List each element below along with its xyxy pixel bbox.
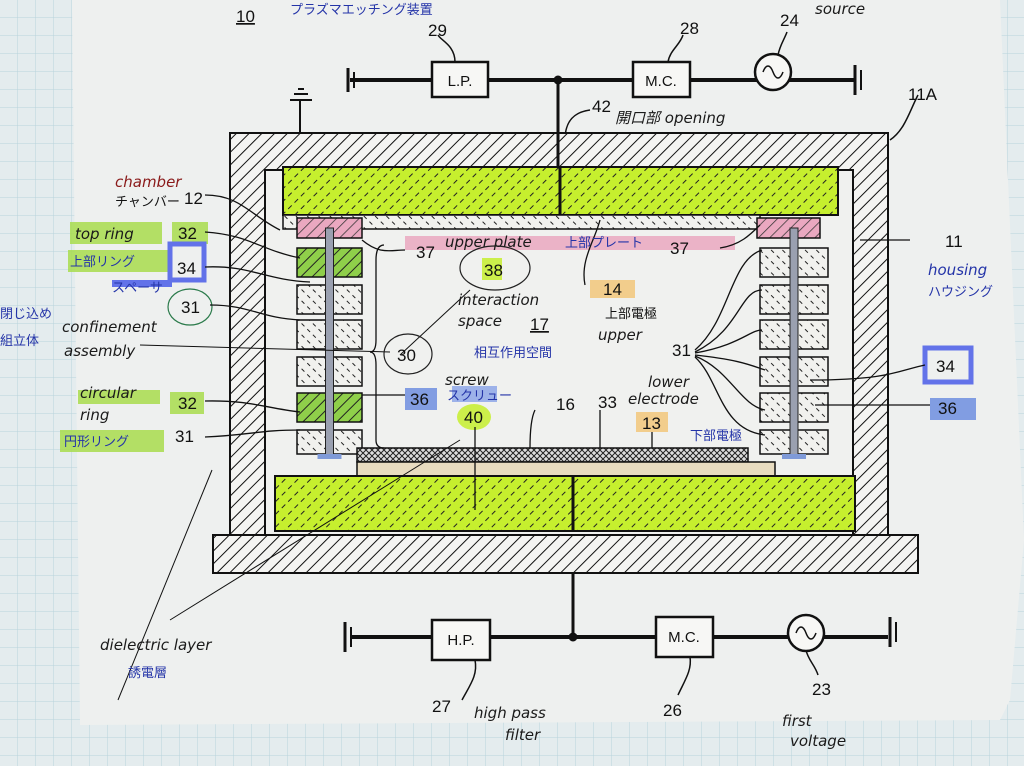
ref-34-right: 34 bbox=[936, 357, 955, 376]
screw-head bbox=[782, 454, 806, 459]
top-ring-label: top ring bbox=[75, 225, 134, 243]
chamber-label: chamber bbox=[115, 173, 182, 191]
source-note-1: first bbox=[782, 712, 813, 730]
housing-jp-label: ハウジング bbox=[928, 285, 993, 300]
ref-32-top: 32 bbox=[178, 224, 197, 243]
dielectric-layer-label: dielectric layer bbox=[100, 636, 212, 654]
top-ring-jp-label: 上部リング bbox=[70, 255, 135, 270]
screw-jp-label: スクリュー bbox=[447, 389, 512, 404]
upper-plate-label: upper plate bbox=[445, 233, 532, 251]
ref-11a: 11A bbox=[908, 85, 938, 104]
upper-electrode-jp-label: 上部電極 bbox=[605, 306, 657, 322]
upper-plate-right-block bbox=[756, 217, 821, 239]
lp-label: L.P. bbox=[448, 73, 473, 90]
mc-top-label: M.C. bbox=[645, 73, 677, 90]
ref-40: 40 bbox=[464, 408, 483, 427]
ref-32-circular: 32 bbox=[178, 394, 197, 413]
lower-electrode bbox=[274, 475, 856, 532]
ref-24: 24 bbox=[780, 11, 799, 30]
chamber-jp-label: チャンバー bbox=[115, 195, 180, 210]
hand-circles bbox=[167, 245, 531, 375]
opening-note: 開口部 opening bbox=[615, 109, 725, 127]
lower-plate bbox=[356, 461, 776, 477]
top-note-jp: プラズマエッチング装置 bbox=[290, 2, 433, 18]
dielectric-layer-jp-label: 誘電層 bbox=[128, 666, 167, 681]
screw-head bbox=[317, 454, 342, 459]
ref-17: 17 bbox=[530, 315, 549, 334]
ref-31-right: 31 bbox=[672, 341, 691, 360]
left-confinement-ring-stack bbox=[296, 227, 363, 459]
mc-bottom-label: M.C. bbox=[668, 629, 700, 646]
high-pass-filter-box bbox=[430, 618, 492, 662]
confinement-label-2: assembly bbox=[64, 342, 136, 360]
dielectric-layer bbox=[356, 447, 749, 463]
lower-electrode-label-1: lower bbox=[648, 373, 690, 391]
ref-38: 38 bbox=[484, 261, 503, 280]
leader-lines bbox=[204, 194, 930, 510]
ref-13: 13 bbox=[642, 414, 661, 433]
circular-ring-label-2: ring bbox=[80, 406, 109, 424]
ref-37-right: 37 bbox=[670, 239, 689, 258]
ref-11: 11 bbox=[945, 232, 963, 251]
ref-36-right: 36 bbox=[938, 399, 957, 418]
ref-33: 33 bbox=[598, 393, 617, 412]
sine-icon bbox=[795, 626, 817, 640]
spacer-jp-label: スペーサ bbox=[112, 281, 163, 296]
source-note: source bbox=[815, 0, 865, 18]
interaction-space-jp-label: 相互作用空間 bbox=[474, 346, 552, 361]
circular-ring-jp-label: 円形リング bbox=[64, 435, 129, 450]
ref-26: 26 bbox=[663, 701, 682, 720]
ref-12: 12 bbox=[184, 189, 203, 208]
marker-highlights bbox=[60, 222, 976, 452]
ref-42: 42 bbox=[592, 97, 611, 116]
ref-14: 14 bbox=[603, 280, 622, 299]
ref-23: 23 bbox=[812, 680, 831, 699]
right-confinement-ring-stack bbox=[759, 227, 829, 459]
hp-note-2: filter bbox=[505, 726, 541, 744]
matching-circuit-bottom-box bbox=[654, 615, 715, 659]
source-note-2: voltage bbox=[790, 732, 846, 750]
housing-label: housing bbox=[928, 261, 987, 279]
confinement-jp-label-2: 組立体 bbox=[0, 334, 39, 349]
interaction-space-label-1: interaction bbox=[458, 291, 539, 309]
ref-27: 27 bbox=[432, 697, 451, 716]
sine-icon bbox=[762, 65, 784, 79]
ref-37-left: 37 bbox=[416, 243, 435, 262]
ref-29: 29 bbox=[428, 21, 447, 40]
ref-31-circular: 31 bbox=[175, 427, 194, 446]
hp-label: H.P. bbox=[447, 632, 474, 649]
ref-16: 16 bbox=[556, 395, 575, 414]
upper-plate-jp-label: 上部プレート bbox=[565, 236, 643, 251]
ref-31-left: 31 bbox=[181, 298, 200, 317]
screw bbox=[789, 227, 799, 457]
upper-electrode-label: upper bbox=[598, 326, 643, 344]
ref-28: 28 bbox=[680, 19, 699, 38]
confinement-jp-label-1: 閉じ込め bbox=[0, 307, 52, 322]
screw-label: screw bbox=[445, 371, 489, 389]
ref-34-left: 34 bbox=[177, 259, 196, 278]
matching-circuit-top-box bbox=[631, 60, 692, 99]
confinement-label-1: confinement bbox=[62, 318, 158, 336]
interaction-space-label-2: space bbox=[458, 312, 502, 330]
circular-ring-label-1: circular bbox=[80, 384, 137, 402]
screw bbox=[325, 227, 334, 457]
lower-electrode-jp-label: 下部電極 bbox=[690, 428, 742, 444]
ref-36-left: 36 bbox=[410, 390, 429, 409]
lower-electrode-label-2: electrode bbox=[628, 390, 699, 408]
ref-30: 30 bbox=[397, 346, 416, 365]
hp-note-1: high pass bbox=[474, 704, 546, 722]
figure-ref: 10 bbox=[236, 7, 255, 26]
low-pass-filter-box bbox=[430, 60, 490, 99]
